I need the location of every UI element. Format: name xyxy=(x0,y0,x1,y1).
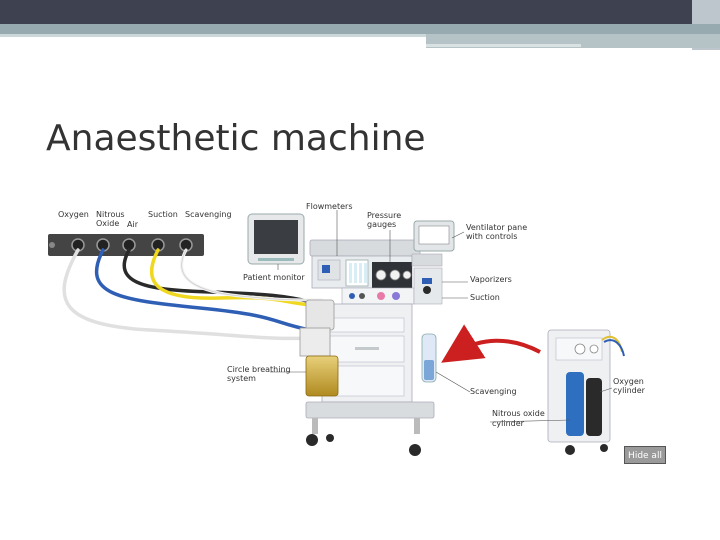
label-air: Air xyxy=(127,220,139,229)
label-circle-1: Circle breathing xyxy=(227,365,291,374)
pressure-gauges xyxy=(372,262,412,288)
nitrous-cylinder xyxy=(566,372,584,436)
header-band-thin xyxy=(0,34,430,37)
oxygen-cylinder xyxy=(586,378,602,436)
label-vaporizers: Vaporizers xyxy=(470,275,512,284)
cylinder-arrow xyxy=(441,324,541,363)
label-nitrous-1: Nitrous xyxy=(96,210,125,219)
label-oxygen: Oxygen xyxy=(58,210,89,219)
cylinder-cabinet xyxy=(547,329,625,455)
flowmeters xyxy=(345,259,369,287)
suction-hose xyxy=(149,248,312,307)
header-band xyxy=(0,24,720,34)
label-pressure-1: Pressure xyxy=(367,211,401,220)
label-ventilator-2: with controls xyxy=(466,232,517,241)
ventilator-panel xyxy=(411,220,455,267)
hide-all-button[interactable]: Hide all xyxy=(624,446,666,464)
patient-monitor xyxy=(247,213,305,265)
label-scavenging-right: Scavenging xyxy=(470,387,517,396)
label-nitrous-cylinder-1: Nitrous oxide xyxy=(492,409,545,418)
label-oxygen-cylinder-2: cylinder xyxy=(613,386,646,395)
anaesthetic-machine-body xyxy=(305,239,435,456)
header-band-right-light xyxy=(426,44,581,47)
label-oxygen-cylinder-1: Oxygen xyxy=(613,377,644,386)
slide-title: Anaesthetic machine xyxy=(46,118,426,159)
label-pressure-2: gauges xyxy=(367,220,396,229)
label-nitrous-2: Oxide xyxy=(96,219,119,228)
label-suction-right: Suction xyxy=(470,293,500,302)
gas-outlet-panel xyxy=(48,234,204,256)
label-ventilator-1: Ventilator pane xyxy=(466,223,527,232)
leader-lines xyxy=(270,210,613,423)
circle-breathing-system xyxy=(299,299,339,397)
label-patient-monitor: Patient monitor xyxy=(243,273,305,282)
scavenging-unit xyxy=(421,333,437,383)
vaporizers xyxy=(413,267,443,305)
oxygen-hose xyxy=(62,248,312,341)
label-circle-2: system xyxy=(227,374,256,383)
top-title-bar xyxy=(0,0,720,24)
label-suction: Suction xyxy=(148,210,178,219)
label-nitrous-cylinder-2: cylinder xyxy=(492,419,525,428)
gas-hoses xyxy=(62,248,324,341)
nitrous-hose xyxy=(94,248,312,332)
label-flowmeters: Flowmeters xyxy=(306,202,353,211)
label-scavenging: Scavenging xyxy=(185,210,232,219)
